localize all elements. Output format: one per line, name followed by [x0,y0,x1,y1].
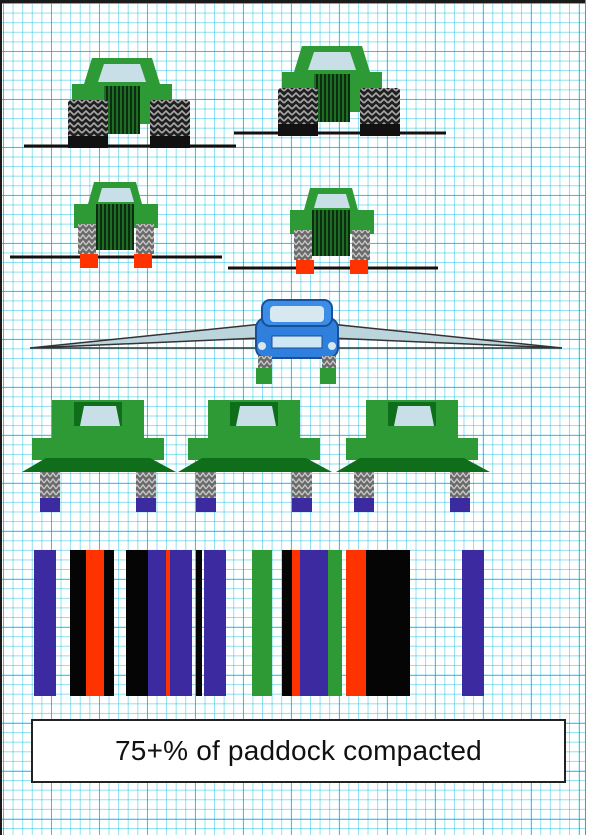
track-strip-red [292,550,300,696]
track-strip-black [126,550,148,696]
sprayer-boom-right [330,324,562,348]
track-strip-blue [462,550,484,696]
track-strip-green [252,550,272,696]
track-strip-green [326,550,342,696]
wheel-track-strips [34,550,484,696]
track-strip-overlap-blue [148,550,166,696]
track-strip-blue [170,550,192,696]
harvester-right [336,400,490,512]
track-strip-overlap-black [372,550,410,696]
track-strip-overlap-black [108,550,114,696]
caption-box: 75+% of paddock compacted [31,719,566,783]
track-strip-overlap-blue [306,550,328,696]
track-strip-red [346,550,368,696]
track-strip-blue [204,550,226,696]
caption-text: 75+% of paddock compacted [115,735,482,767]
small-tractor-right [228,188,438,274]
track-strip-red [86,550,104,696]
small-tractor-left [10,182,222,268]
large-tractor-right [234,46,446,136]
harvester-left [22,400,176,512]
self-propelled-sprayer [30,300,562,384]
sprayer-boom-left [30,324,262,348]
large-tractor-left [24,58,236,148]
harvester-middle [178,400,332,512]
track-strip-black [196,550,202,696]
track-strip-blue [34,550,56,696]
